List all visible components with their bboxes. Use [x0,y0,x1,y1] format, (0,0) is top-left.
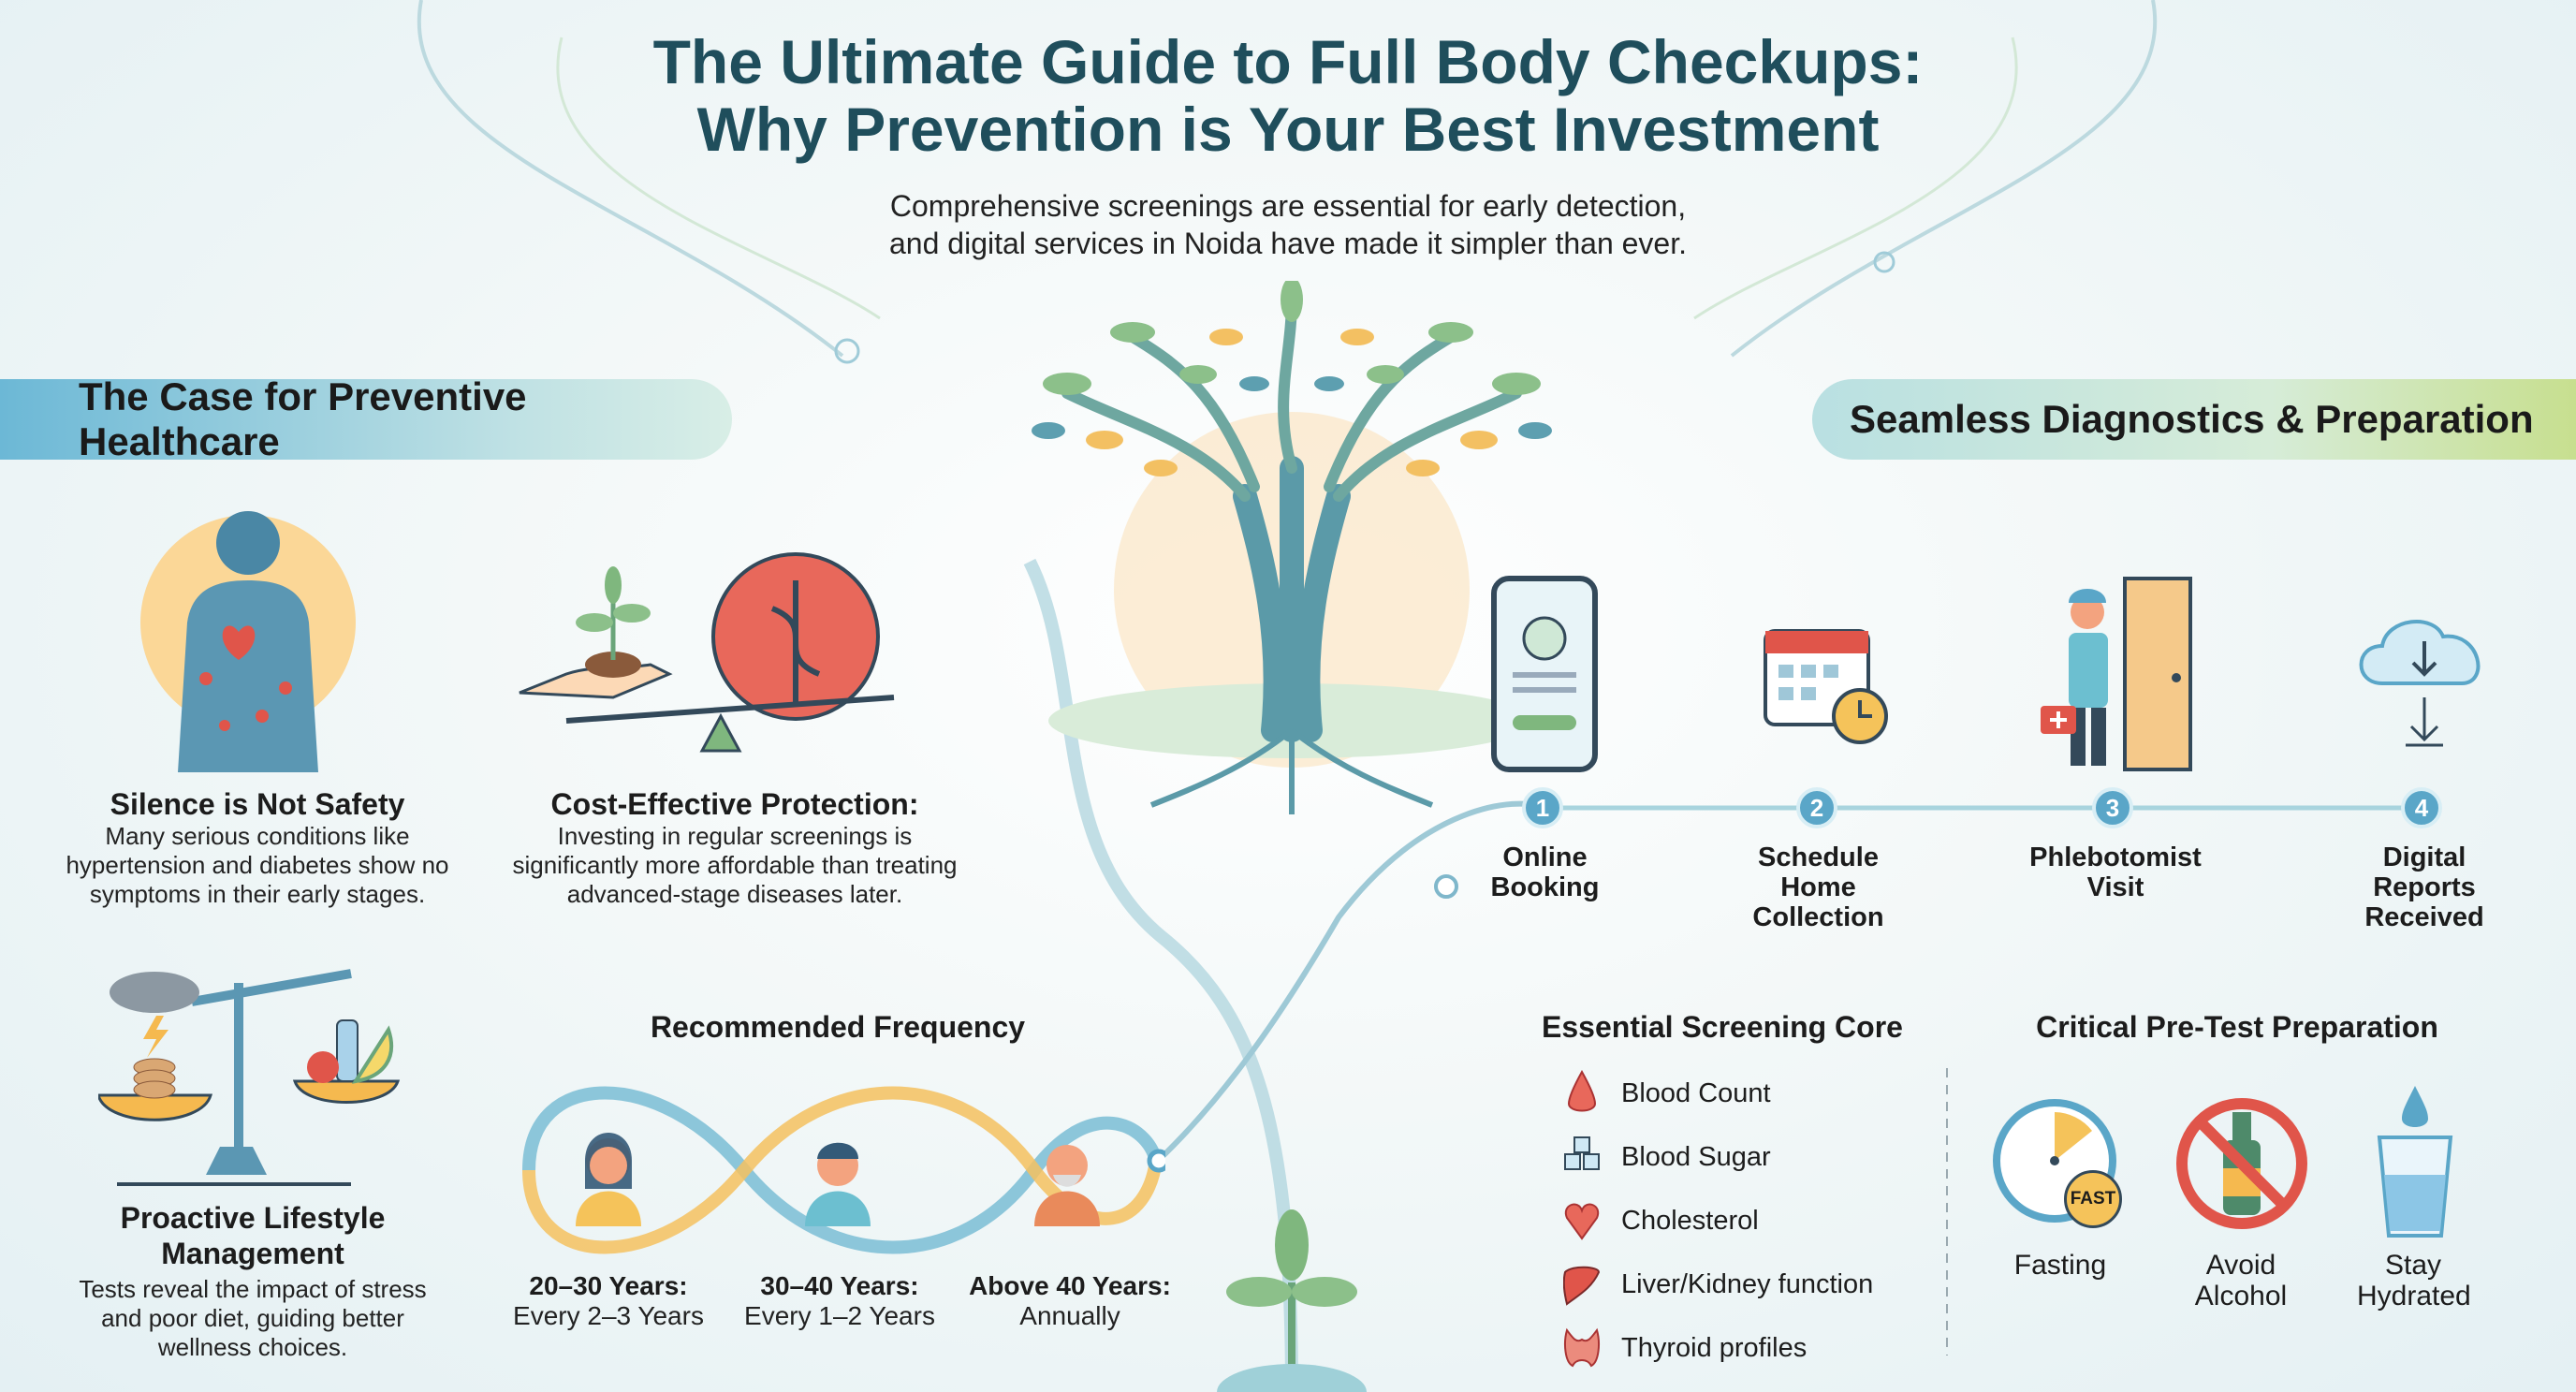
frequency-group-40-plus: Above 40 Years: Annually [948,1271,1192,1330]
thyroid-icon [1564,1327,1600,1368]
prep-title: Critical Pre-Test Preparation [2036,1010,2438,1044]
age-range: Above 40 Years: [969,1271,1171,1300]
section-banner-diagnostics: Seamless Diagnostics & Preparation [1812,379,2576,460]
person-senior-man-icon [1034,1145,1100,1226]
frequency-title: Recommended Frequency [650,1010,1026,1044]
person-adult-man-icon [805,1142,871,1226]
prep-label-hydrated: Stay Hydrated [2357,1250,2471,1311]
lifestyle-balance-icon [98,969,401,1186]
screening-item: Blood Count [1563,1070,1873,1117]
screening-title: Essential Screening Core [1542,1010,1903,1044]
step-1: 1 [1522,787,1563,828]
title-line-2: Why Prevention is Your Best Investment [696,95,1880,164]
screening-item-label: Thyroid profiles [1621,1332,1808,1363]
step-number-badge: 2 [1796,787,1837,828]
no-alcohol-icon [2176,1098,2307,1229]
frequency-value: Every 1–2 Years [744,1301,935,1330]
sugar-cubes-icon [1564,1136,1600,1170]
step-4: 4 [2401,787,2442,828]
screening-item: Liver/Kidney function [1563,1261,1873,1308]
card-title: Proactive Lifestyle Management [120,1201,386,1270]
section-banner-preventive: The Case for Preventive Healthcare [0,374,732,463]
step-2: 2 [1796,787,1837,828]
card-title: Silence is Not Safety [110,787,405,821]
screening-item-label: Blood Count [1621,1077,1771,1108]
card-silence: Silence is Not Safety Many serious condi… [37,786,477,909]
screening-item: Thyroid profiles [1563,1325,1873,1371]
step-label: Phlebotomist Visit [2029,843,2202,902]
page-subtitle: Comprehensive screenings are essential f… [0,187,2576,262]
body-anatomy-icon [140,511,356,772]
smartphone-booking-icon [1491,576,1598,772]
step-label: Digital Reports Received [2364,843,2484,932]
card-body: Tests reveal the impact of stress and po… [79,1275,427,1361]
subtitle-line-1: Comprehensive screenings are essential f… [889,189,1687,223]
calendar-clock-icon [1764,629,1888,744]
step-label: Online Booking [1490,843,1600,902]
card-title: Cost-Effective Protection: [550,787,919,821]
page-title: The Ultimate Guide to Full Body Checkups… [0,28,2576,163]
heart-icon [1564,1203,1600,1240]
water-glass-icon [2377,1086,2453,1238]
person-young-woman-icon [576,1133,641,1226]
investment-scale-icon [519,552,895,753]
screening-item: Blood Sugar [1563,1134,1873,1180]
age-range: 30–40 Years: [760,1271,919,1300]
fasting-clock-icon: FAST [1989,1093,2130,1234]
card-cost-effective: Cost-Effective Protection: Investing in … [496,786,973,909]
card-body: Investing in regular screenings is signi… [512,822,958,908]
phlebotomist-door-icon [2041,577,2192,771]
screening-item-label: Blood Sugar [1621,1141,1771,1172]
frequency-group-20-30: 20–30 Years: Every 2–3 Years [487,1271,730,1330]
fast-badge: FAST [2064,1170,2122,1228]
age-range: 20–30 Years: [529,1271,688,1300]
tree-illustration [1032,281,1552,814]
cloud-download-icon [2359,620,2481,747]
frequency-group-30-40: 30–40 Years: Every 1–2 Years [718,1271,961,1330]
step-label: Schedule Home Collection [1752,843,1884,932]
step-number-badge: 1 [1522,787,1563,828]
blood-drop-icon [1567,1070,1597,1112]
screening-item-label: Liver/Kidney function [1621,1268,1874,1299]
step-3: 3 [2092,787,2133,828]
step-number-badge: 4 [2401,787,2442,828]
screening-item-label: Cholesterol [1621,1205,1759,1236]
frequency-value: Every 2–3 Years [513,1301,704,1330]
sprout-icon [1217,1209,1367,1392]
prep-label-fasting: Fasting [2013,1250,2107,1281]
title-line-1: The Ultimate Guide to Full Body Checkups… [652,27,1924,96]
screening-item: Cholesterol [1563,1197,1873,1244]
card-lifestyle: Proactive Lifestyle Management Tests rev… [56,1200,449,1362]
liver-icon [1563,1266,1601,1306]
subtitle-line-2: and digital services in Noida have made … [889,227,1687,260]
frequency-value: Annually [1019,1301,1120,1330]
step-number-badge: 3 [2092,787,2133,828]
screening-list: Blood Count Blood Sugar Cholesterol Live… [1563,1070,1873,1371]
card-body: Many serious conditions like hypertensio… [66,822,449,908]
frequency-wave [522,1086,1165,1254]
prep-label-alcohol: Avoid Alcohol [2194,1250,2288,1311]
